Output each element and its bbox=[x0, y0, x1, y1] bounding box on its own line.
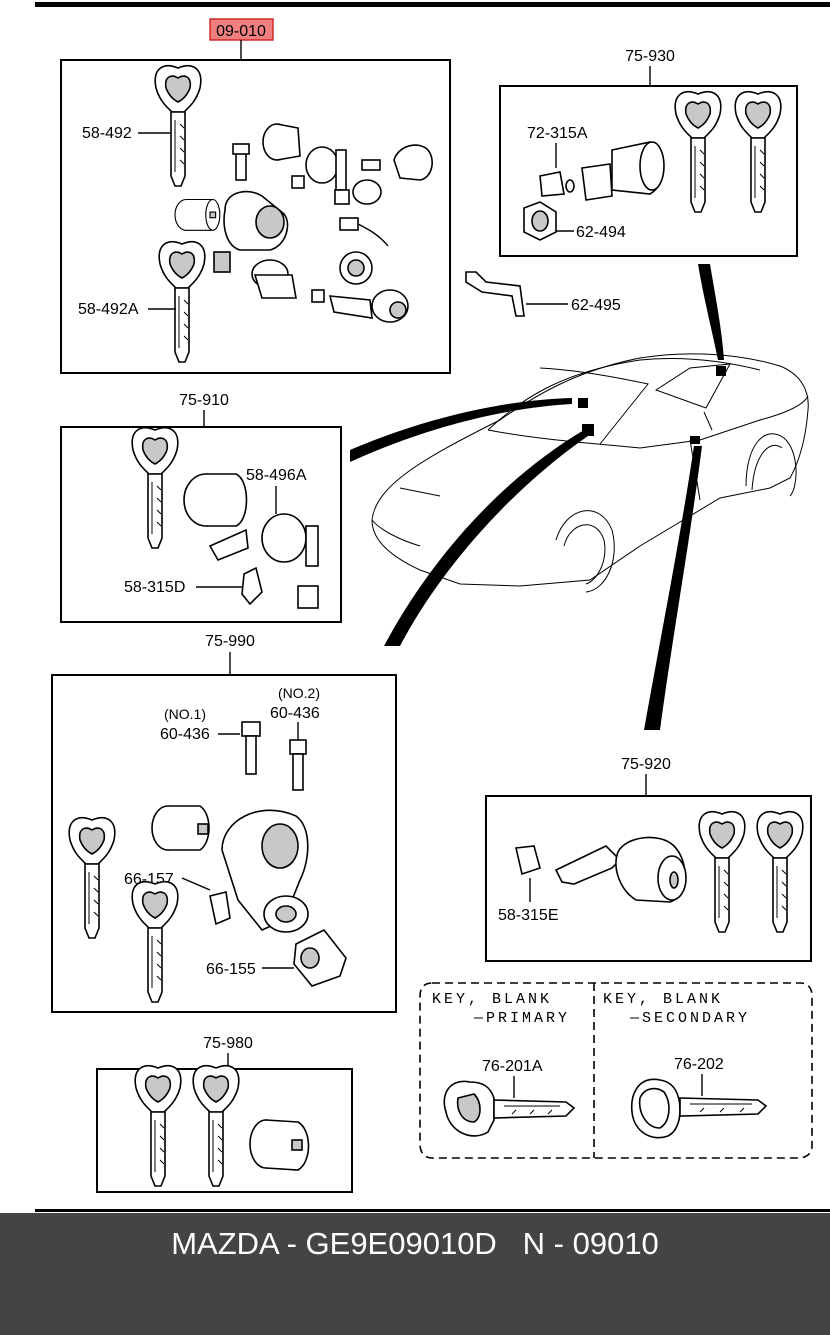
parts-diagram: 09-010 58-492 58-492A bbox=[35, 2, 830, 1212]
key-blank-subtitle: —SECONDARY bbox=[629, 1010, 750, 1027]
part-label: (NO.1) bbox=[164, 706, 206, 722]
highlight-part-label: 09-010 bbox=[209, 18, 274, 60]
part-label: 60-436 bbox=[270, 705, 320, 722]
footer-part-number: MAZDA - GE9E09010D N - 09010 bbox=[171, 1226, 659, 1261]
group-main: 58-492 58-492A bbox=[60, 59, 451, 374]
group-75-980: 75-980 bbox=[96, 1035, 353, 1193]
part-label: 62-495 bbox=[571, 297, 621, 314]
group-75-920: 75-920 58-315E bbox=[485, 756, 812, 962]
key-icon bbox=[756, 810, 804, 933]
group-75-930: 75-930 72-315A 62-494 bbox=[499, 48, 798, 257]
group-title: 75-930 bbox=[625, 48, 675, 65]
key-icon bbox=[698, 810, 746, 933]
part-label: 58-492 bbox=[82, 125, 132, 142]
key-blank-title: KEY, BLANK bbox=[432, 991, 552, 1008]
part-label: 72-315A bbox=[527, 125, 588, 142]
group-title: 75-910 bbox=[179, 392, 229, 409]
door-lock-cylinder-icon bbox=[523, 141, 665, 241]
key-icon bbox=[154, 64, 202, 187]
trunk-lock-cylinder-icon bbox=[183, 473, 319, 609]
part-label: 58-315D bbox=[124, 579, 185, 596]
key-icon bbox=[158, 240, 206, 363]
part-label: 66-155 bbox=[206, 961, 256, 978]
key-icon bbox=[131, 426, 179, 549]
primary-key-blank-icon bbox=[443, 1080, 576, 1137]
part-label: 62-494 bbox=[576, 224, 626, 241]
group-title: 75-990 bbox=[205, 633, 255, 650]
ignition-assembly-icon bbox=[174, 123, 433, 323]
car-illustration-icon bbox=[350, 264, 809, 730]
group-title: 75-980 bbox=[203, 1035, 253, 1052]
secondary-key-blank-icon bbox=[631, 1078, 768, 1139]
key-icon bbox=[131, 880, 179, 1003]
steering-lock-assembly-icon bbox=[151, 721, 347, 987]
key-icon bbox=[68, 816, 116, 939]
part-label: (NO.2) bbox=[278, 685, 320, 701]
door-lock-cylinder-icon bbox=[515, 836, 687, 903]
part-label: 76-202 bbox=[674, 1056, 724, 1073]
part-label: 60-436 bbox=[160, 726, 210, 743]
key-icon bbox=[734, 90, 782, 213]
part-label: 58-315E bbox=[498, 907, 559, 924]
key-icon bbox=[134, 1064, 182, 1187]
key-blank-title: KEY, BLANK bbox=[603, 991, 723, 1008]
part-label: 58-496A bbox=[246, 467, 307, 484]
group-75-910: 75-910 58-496A 58-315D bbox=[60, 392, 342, 623]
part-label: 76-201A bbox=[482, 1058, 543, 1075]
key-icon bbox=[674, 90, 722, 213]
group-62-495: 62-495 bbox=[465, 271, 621, 317]
lock-cylinder-icon bbox=[249, 1119, 310, 1171]
group-key-blanks: KEY, BLANK —PRIMARY KEY, BLANK —SECONDAR… bbox=[419, 982, 813, 1159]
highlight-part-number: 09-010 bbox=[216, 23, 266, 40]
group-title: 75-920 bbox=[621, 756, 671, 773]
footer-bar bbox=[0, 1213, 830, 1335]
part-label: 58-492A bbox=[78, 301, 139, 318]
key-blank-subtitle: —PRIMARY bbox=[473, 1010, 570, 1027]
group-75-990: 75-990 (NO.1) 60-436 (NO.2) 60-436 66-15… bbox=[51, 633, 397, 1013]
key-icon bbox=[192, 1064, 240, 1187]
